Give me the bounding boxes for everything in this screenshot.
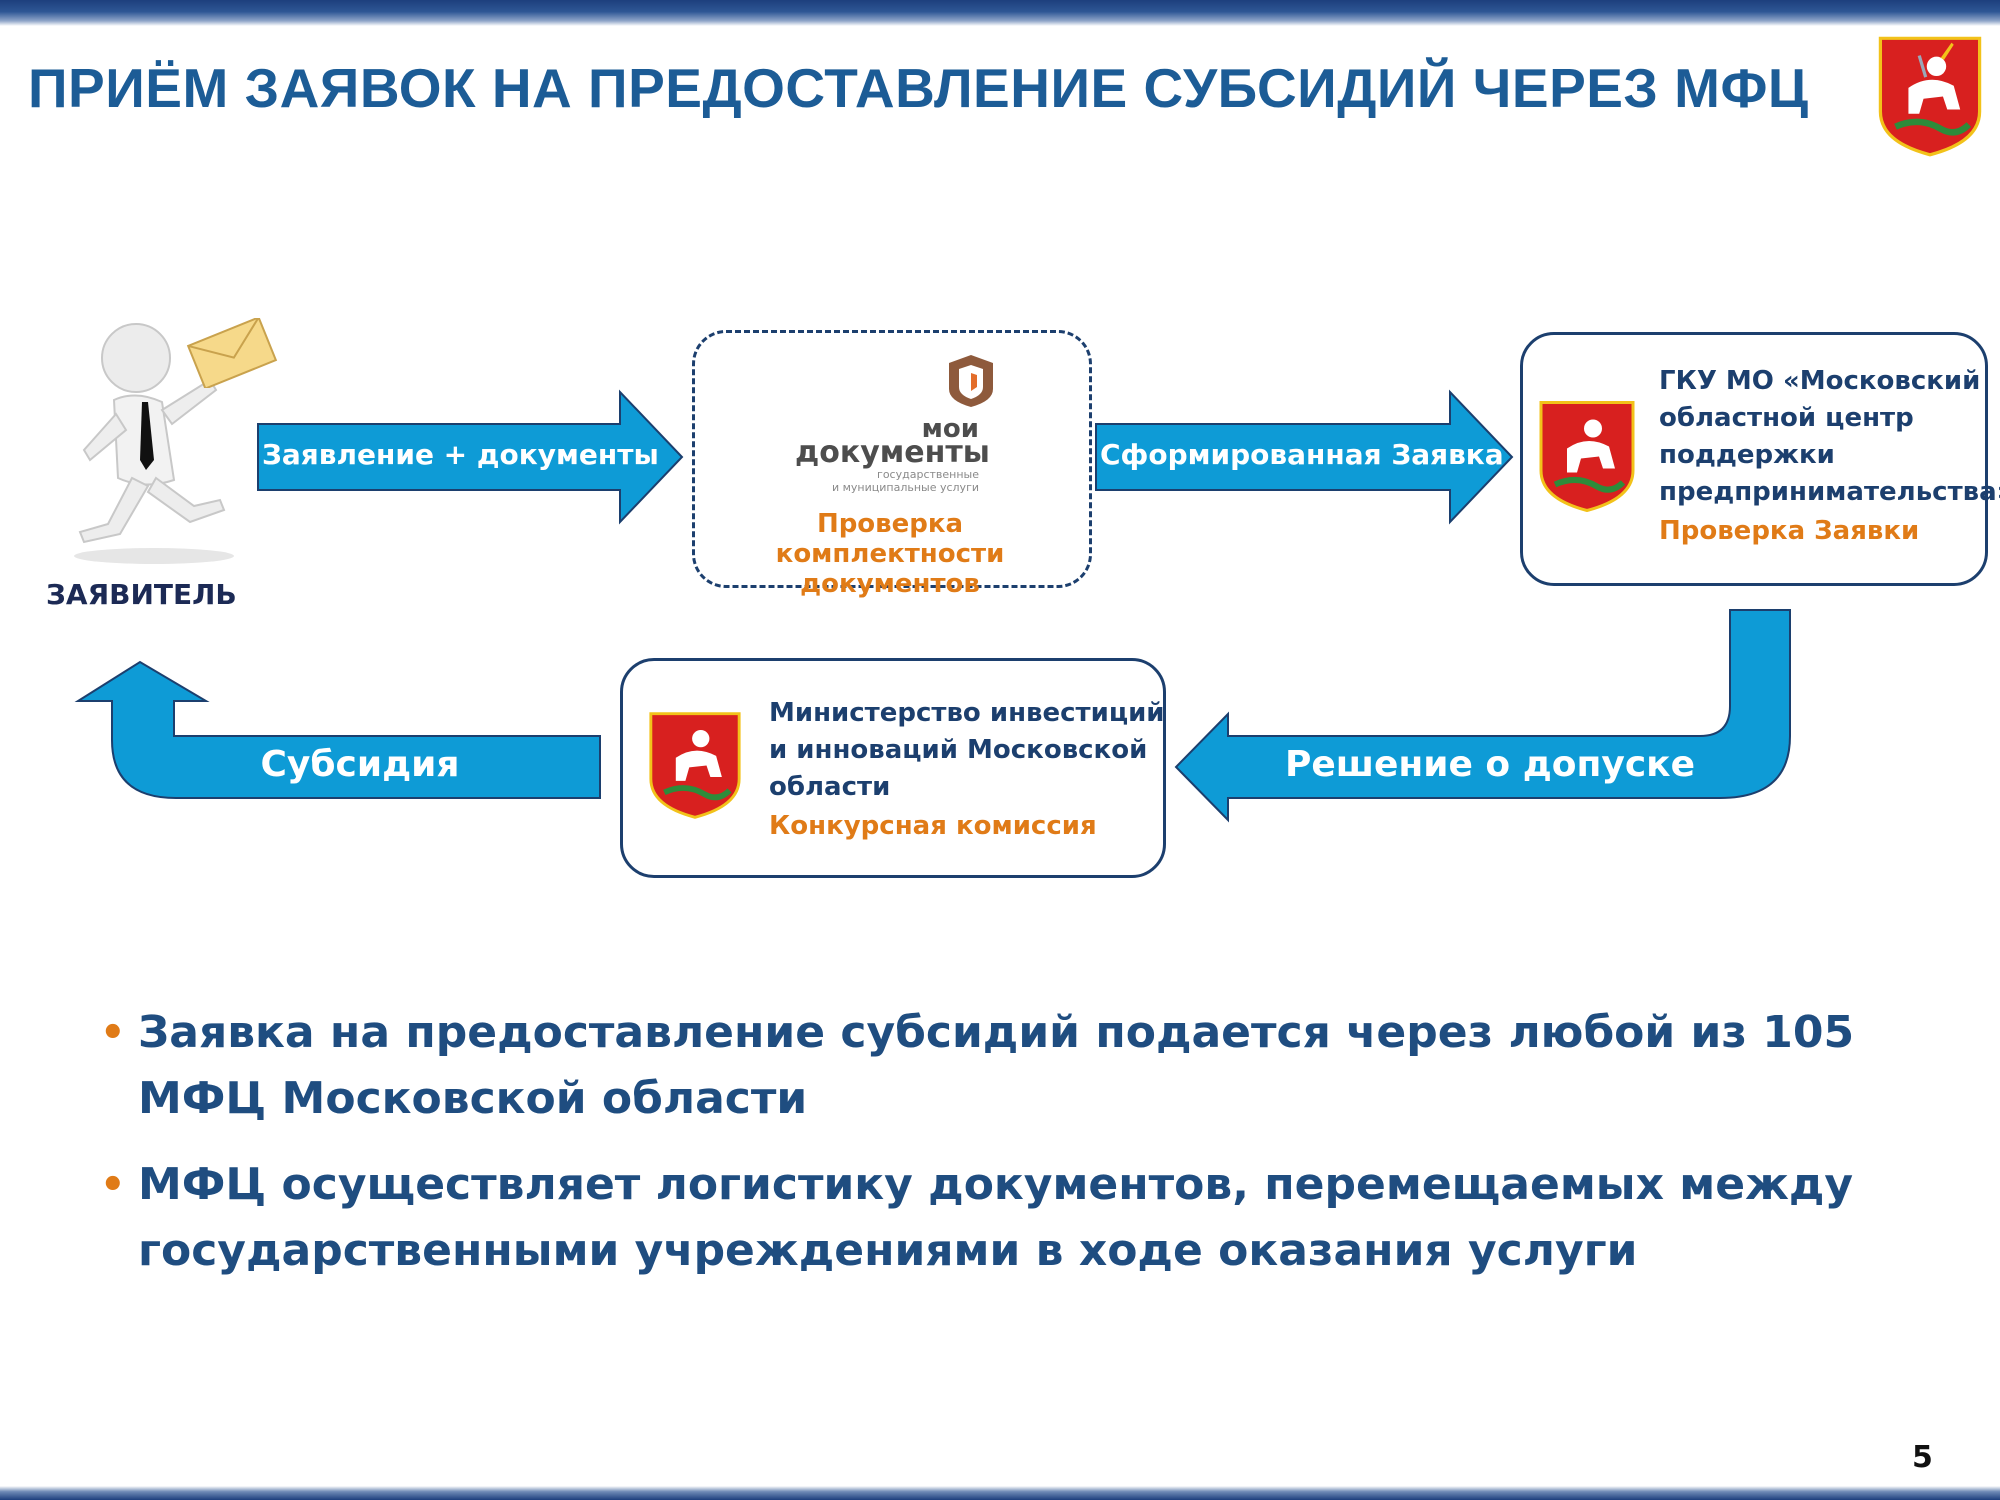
arrow-decision (1174, 609, 1791, 823)
logo-small-line1: государственные (877, 468, 979, 481)
bullet-list: • Заявка на предоставление субсидий пода… (100, 1000, 1940, 1304)
arrow-formed-label: Сформированная Заявка (1100, 438, 1504, 471)
bullet-item: • Заявка на предоставление субсидий пода… (100, 1000, 1940, 1132)
mfc-box: мои документы государственные и муниципа… (692, 330, 1092, 599)
envelope-icon (186, 316, 278, 390)
arrow-subsidy (74, 660, 601, 799)
moscow-oblast-emblem-icon (1876, 34, 1984, 158)
gku-line3: поддержки (1659, 440, 1835, 470)
bullet-text: Заявка на предоставление субсидий подает… (138, 1007, 1855, 1124)
bullet-text: МФЦ осуществляет логистику документов, п… (138, 1159, 1854, 1276)
moi-dokumenty-logo-icon (945, 353, 997, 409)
arrow-application-label: Заявление + документы (262, 438, 659, 471)
logo-line2: документы (795, 435, 990, 470)
page-number: 5 (1912, 1440, 1933, 1475)
bullet-item: • МФЦ осуществляет логистику документов,… (100, 1152, 1940, 1284)
ministry-box: Министерство инвестиций и инноваций Моск… (620, 658, 1166, 878)
arrow-formed (1095, 389, 1514, 525)
ministry-line2: и инноваций Московской (769, 735, 1148, 765)
ministry-line1: Министерство инвестиций (769, 698, 1165, 728)
gku-line1: ГКУ МО «Московский (1659, 366, 1981, 396)
logo-small-line2: и муниципальные услуги (831, 481, 979, 494)
bottom-decor-bar (0, 1486, 2000, 1500)
arrow-decision-label: Решение о допуске (1284, 744, 1696, 785)
moscow-oblast-emblem-icon (1537, 397, 1637, 515)
ministry-caption: Конкурсная комиссия (769, 811, 1097, 841)
moscow-oblast-emblem-icon (647, 709, 743, 821)
running-man-icon (44, 310, 284, 570)
mfc-caption: Проверка комплектности документов (775, 509, 1005, 599)
slide-title: ПРИЁМ ЗАЯВОК НА ПРЕДОСТАВЛЕНИЕ СУБСИДИЙ … (28, 57, 1809, 119)
ministry-line3: области (769, 772, 891, 802)
bullet-dot-icon: • (100, 1010, 126, 1056)
gku-line4: предпринимательства» (1659, 477, 2000, 507)
applicant-label: ЗАЯВИТЕЛЬ (46, 578, 237, 611)
bullet-dot-icon: • (100, 1162, 126, 1208)
top-decor-bar (0, 0, 2000, 26)
gku-line2: областной центр (1659, 403, 1914, 433)
gku-box: ГКУ МО «Московский областной центр подде… (1520, 332, 2000, 586)
logo-line1: мои (921, 414, 979, 444)
arrow-application (257, 389, 684, 525)
gku-caption: Проверка Заявки (1659, 516, 1920, 546)
arrow-subsidy-label: Субсидия (260, 744, 460, 785)
